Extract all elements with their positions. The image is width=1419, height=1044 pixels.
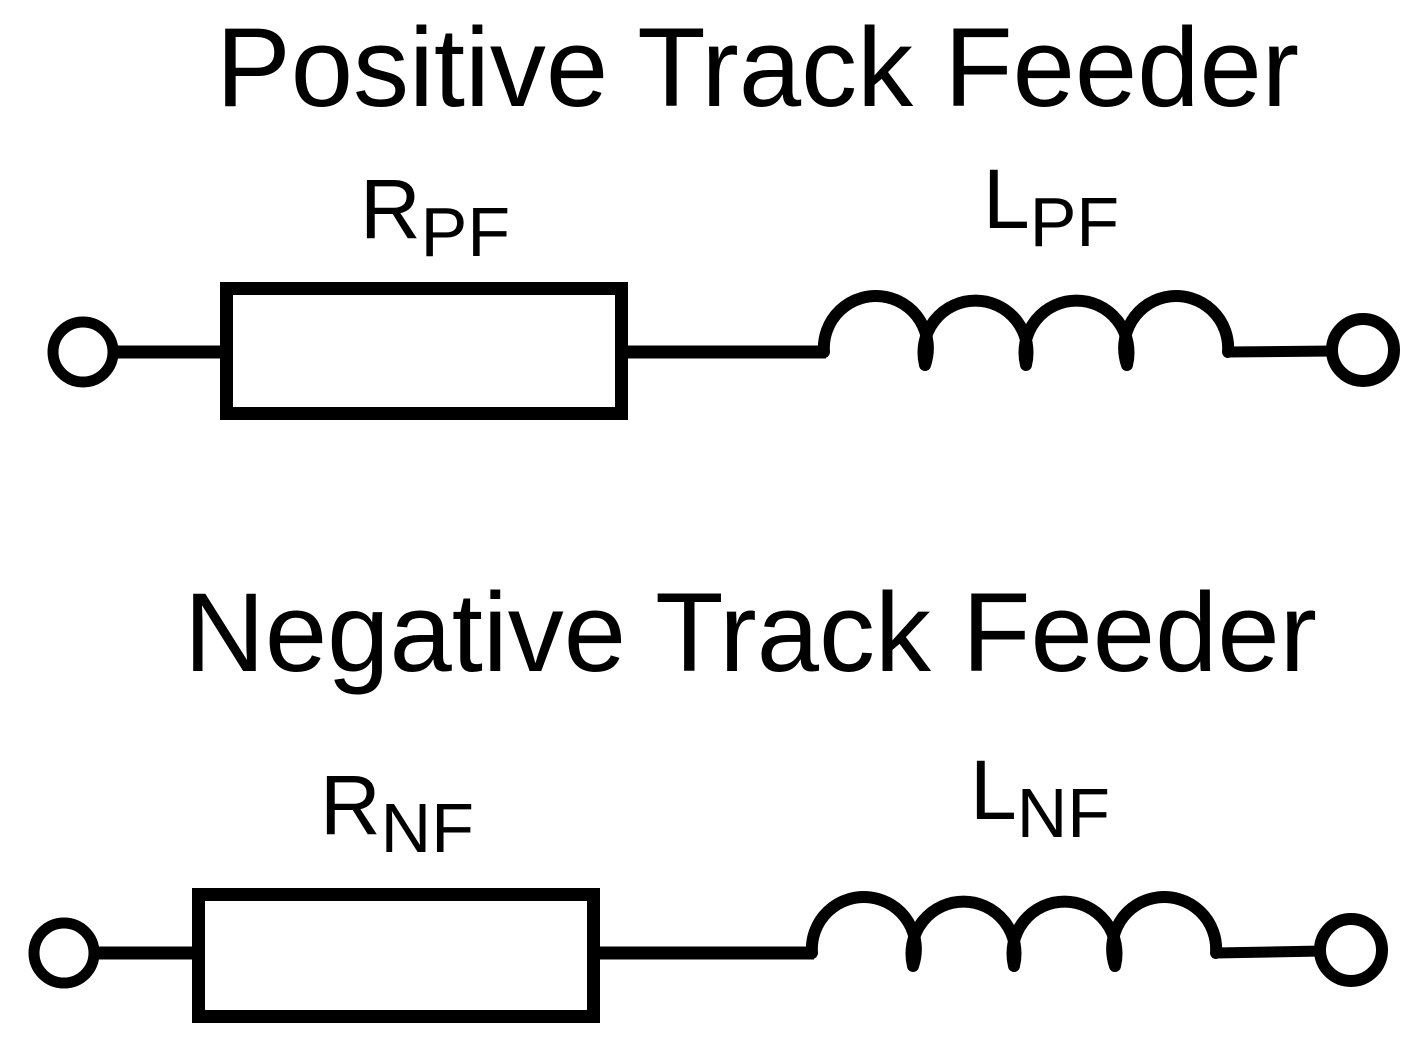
wire xyxy=(1226,345,1335,358)
inductor-symbol: L xyxy=(983,152,1030,246)
inductor-subscript: PF xyxy=(1029,183,1120,261)
negative-feeder-circuit xyxy=(28,888,1388,1023)
right-terminal xyxy=(1314,913,1388,987)
negative-track-feeder-title: Negative Track Feeder xyxy=(184,570,1317,695)
inductor-symbol: L xyxy=(970,743,1017,837)
resistor-symbol: R xyxy=(320,758,381,852)
inductor-label-lnf: LNF xyxy=(970,748,1110,848)
positive-track-feeder-title: Positive Track Feeder xyxy=(216,5,1300,130)
inductor-subscript: NF xyxy=(1016,774,1111,852)
resistor-symbol: R xyxy=(360,162,421,256)
inductor-coil xyxy=(817,290,1235,371)
wire xyxy=(1214,945,1323,959)
right-terminal xyxy=(1326,313,1400,387)
resistor-subscript: PF xyxy=(420,193,511,271)
resistor-label-rpf: RPF xyxy=(360,167,510,267)
resistor-label-rnf: RNF xyxy=(320,763,474,863)
positive-feeder-circuit xyxy=(47,282,1400,420)
resistor-subscript: NF xyxy=(380,789,474,867)
inductor-coil xyxy=(805,891,1223,972)
left-terminal xyxy=(47,316,119,388)
left-terminal xyxy=(28,917,100,989)
inductor-label-lpf: LPF xyxy=(983,157,1119,257)
resistor-body xyxy=(192,888,600,1023)
resistor-body xyxy=(220,282,628,420)
